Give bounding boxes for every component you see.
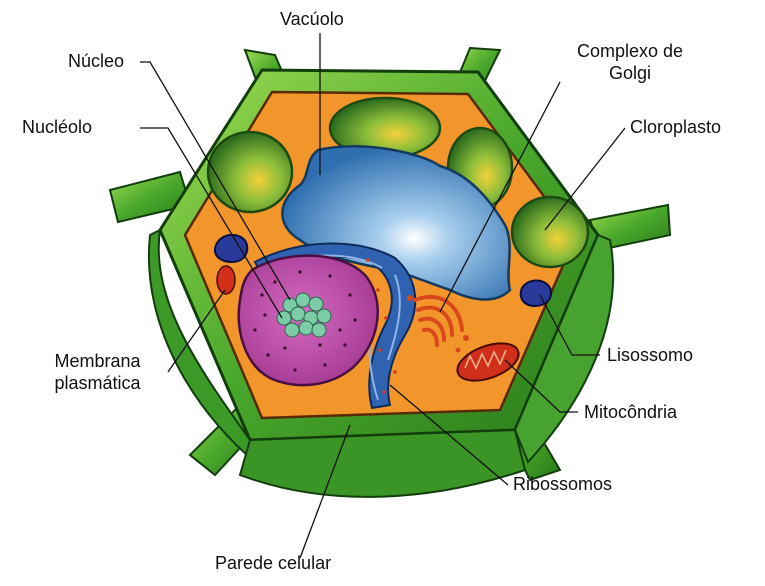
label-cloroplasto: Cloroplasto: [630, 116, 721, 138]
label-nucleo: Núcleo: [68, 50, 124, 72]
lysosome-2: [521, 281, 551, 307]
label-membrana: Membrana plasmática: [30, 350, 165, 394]
label-membrana-line1: Membrana: [30, 350, 165, 372]
chloroplast-4: [512, 197, 588, 267]
label-golgi-line2: Golgi: [565, 62, 695, 84]
chloroplast-1: [208, 132, 292, 212]
label-mitocondria: Mitocôndria: [584, 401, 677, 423]
label-golgi-line1: Complexo de: [565, 40, 695, 62]
label-lisossomo: Lisossomo: [607, 344, 693, 366]
lysosome-1: [215, 235, 247, 262]
label-golgi: Complexo de Golgi: [565, 40, 695, 84]
mitochondrion-small: [217, 266, 235, 294]
label-parede-celular: Parede celular: [215, 552, 331, 574]
label-ribossomos: Ribossomos: [513, 473, 612, 495]
label-nucleolo: Nucléolo: [22, 116, 92, 138]
label-membrana-line2: plasmática: [30, 372, 165, 394]
label-vacuolo: Vacúolo: [280, 8, 344, 30]
